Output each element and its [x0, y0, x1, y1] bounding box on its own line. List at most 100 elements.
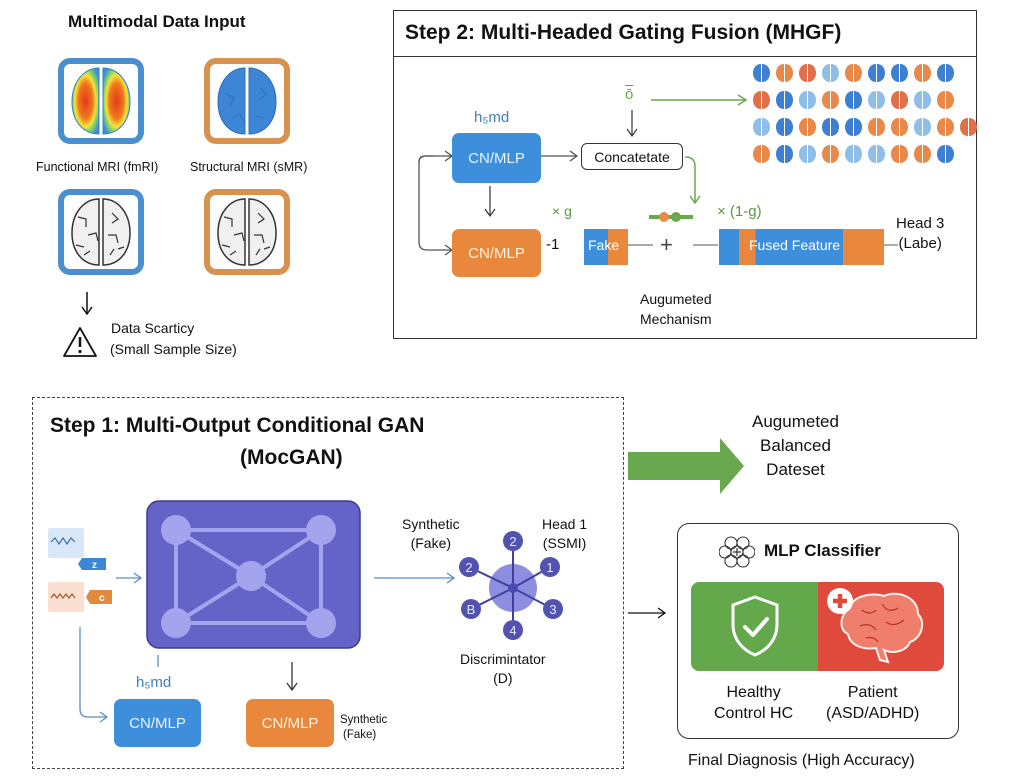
c-tag-label: c: [99, 593, 105, 604]
network-node: [236, 561, 266, 591]
discriminator-head-node: [543, 599, 563, 619]
final-diagnosis-label: Final Diagnosis (High Accuracy): [688, 752, 915, 769]
step2-header: Step 2: Multi-Headed Gating Fusion (MHGF…: [394, 11, 976, 57]
augmented-line1: Augumeted: [752, 412, 839, 431]
step2-connectors: [418, 94, 898, 256]
healthy-control-label: Healthy Control HC: [714, 682, 793, 724]
fused-feature-block: Fused Feature: [719, 229, 884, 265]
discriminator-head-node: [503, 620, 523, 640]
discriminator-head-label: 2: [465, 560, 472, 575]
discriminator-line2: (D): [493, 670, 513, 686]
c-tag-icon: [86, 590, 112, 604]
to-classifier-arrow-icon: [628, 607, 667, 619]
fmri-label: Functional MRI (fmRI): [36, 160, 159, 174]
brain-sample-icon: [799, 64, 816, 82]
augmented-line2: Balanced: [760, 436, 831, 455]
brain-sample-icon: [776, 145, 793, 163]
discriminator-head-node: [540, 557, 560, 577]
discriminator-head-node: [503, 531, 523, 551]
head1-line2: (SSMI): [542, 535, 587, 551]
smri-brain-icon: [217, 67, 277, 135]
discriminator-head-label: 1: [546, 560, 553, 575]
step2-cn-mlp-bottom[interactable]: CN/MLP: [452, 229, 541, 277]
augmented-brain-samples-grid: [752, 63, 977, 173]
brain-sample-icon: [937, 145, 954, 163]
brain-sample-icon: [914, 145, 931, 163]
step1-cn-mlp-blue[interactable]: CN/MLP: [114, 699, 201, 747]
head3-line2: (Labe): [898, 235, 942, 252]
discriminator-label: Discrimintator (D): [460, 650, 546, 688]
brain-sample-icon: [799, 145, 816, 163]
gan-inputs: z c: [48, 528, 112, 612]
discriminator-head-node: [459, 557, 479, 577]
patient-card[interactable]: [818, 582, 944, 671]
head3-label: Head 3 (Labe): [896, 214, 944, 254]
synthetic-line2: (Fake): [410, 535, 452, 551]
multimodal-input-title: Multimodal Data Input: [68, 12, 246, 31]
brain-outline-icon: [71, 198, 131, 266]
brain-sample-icon: [822, 118, 839, 136]
condition-input-card: [48, 582, 84, 612]
fused-feature-label: Fused Feature: [749, 237, 841, 253]
brain-sample-icon: [914, 64, 931, 82]
step1-title-line1: Step 1: Multi-Output Conditional GAN: [50, 414, 425, 437]
brain-sample-icon: [822, 91, 839, 109]
step1-cn-mlp-orange[interactable]: CN/MLP: [246, 699, 334, 747]
discriminator-head-node: [461, 599, 481, 619]
network-node: [161, 515, 191, 545]
arrow-down-icon: [81, 292, 93, 316]
smri-label: Structural MRI (sMR): [190, 160, 308, 174]
brain-outline-icon: [217, 198, 277, 266]
step1-connectors: [79, 572, 456, 723]
augmented-dataset-label: Augumeted Balanced Dateset: [752, 410, 839, 482]
plus-operator: +: [660, 232, 673, 257]
brain-sample-icon: [776, 64, 793, 82]
step1-h-label: h₅md: [136, 674, 172, 691]
z-tag-label: z: [92, 560, 97, 571]
discriminator-head-label: 2: [509, 534, 516, 549]
small-sample-size-label: (Small Sample Size): [110, 341, 237, 357]
brain-sample-icon: [776, 91, 793, 109]
brain-sample-icon: [868, 91, 885, 109]
step2-h-label: h₅md: [474, 109, 510, 126]
smri-outline-brain-tile: [204, 189, 290, 275]
concatenate-box[interactable]: Concatetate: [581, 143, 683, 170]
mechanism-line2: Mechanism: [640, 311, 712, 327]
network-node: [161, 608, 191, 638]
healthy-line1: Healthy: [726, 684, 781, 701]
brain-sample-icon: [868, 118, 885, 136]
fake-feature-block: Fake: [584, 229, 628, 265]
augmented-mechanism-label: Augumeted Mechanism: [640, 289, 712, 329]
brain-sample-icon: [960, 118, 977, 136]
synthetic-line1: Synthetic: [402, 516, 460, 532]
head1-line1: Head 1: [542, 516, 588, 532]
data-scarcity-label: Data Scarticy: [111, 320, 195, 336]
brain-sample-icon: [937, 64, 954, 82]
patient-line2: (ASD/ADHD): [826, 705, 920, 722]
network-node: [306, 608, 336, 638]
augmented-flow-arrow-icon: [628, 438, 744, 494]
brain-sample-icon: [937, 91, 954, 109]
synthetic-fake-label: Synthetic (Fake): [402, 515, 460, 553]
healthy-control-card[interactable]: [691, 582, 818, 671]
step1-title-line2: (MocGAN): [240, 446, 343, 469]
brain-sample-icon: [845, 118, 862, 136]
patient-line1: Patient: [847, 684, 898, 701]
healthy-line2: Control HC: [714, 705, 794, 722]
shield-check-icon: [731, 595, 779, 657]
brain-sample-icon: [914, 118, 931, 136]
condition-wave-icon: [50, 593, 76, 599]
step2-cn-mlp-top[interactable]: CN/MLP: [452, 133, 541, 183]
brain-sample-icon: [753, 145, 770, 163]
brain-sample-icon: [753, 64, 770, 82]
brain-sample-icon: [937, 118, 954, 136]
noise-wave-icon: [50, 536, 76, 546]
brain-sample-icon: [753, 91, 770, 109]
generator-network[interactable]: [146, 500, 361, 650]
brain-sample-icon: [776, 118, 793, 136]
fmri-brain-tile: [58, 58, 144, 144]
discriminator-line1: Discrimintator: [460, 651, 546, 667]
mlp-classifier-title: MLP Classifier: [764, 541, 881, 560]
brain-sample-icon: [845, 91, 862, 109]
